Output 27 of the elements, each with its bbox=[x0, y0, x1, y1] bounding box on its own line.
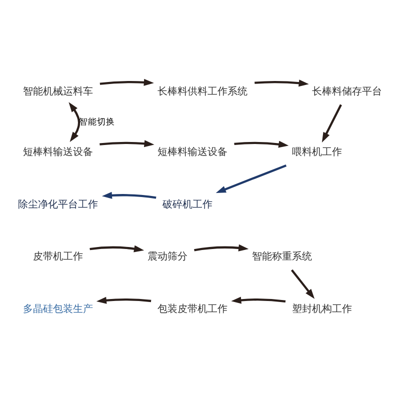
arrow bbox=[290, 268, 315, 298]
arrow bbox=[234, 140, 289, 148]
node-text: 喂料机工作 bbox=[292, 146, 342, 158]
node-text: 多晶硅包装生产 bbox=[23, 303, 94, 314]
node-text: 长棒料储存平台 bbox=[312, 86, 382, 97]
arrow bbox=[231, 296, 286, 304]
arrow bbox=[96, 296, 152, 304]
node-text: 皮带机工作 bbox=[33, 251, 84, 262]
arrow bbox=[194, 244, 249, 251]
node-text: 短棒料输送设备 bbox=[23, 146, 94, 158]
node-text: 短棒料输送设备 bbox=[158, 146, 228, 158]
node-text: 震动筛分 bbox=[148, 251, 188, 262]
node-text: 除尘净化平台工作 bbox=[18, 198, 98, 210]
arrow bbox=[90, 244, 144, 252]
arrow bbox=[100, 78, 154, 86]
node-text: 包装皮带机工作 bbox=[158, 303, 228, 314]
node-text: 破碎机工作 bbox=[162, 198, 213, 210]
arrow bbox=[254, 79, 309, 86]
node-text: 塑封机构工作 bbox=[292, 303, 352, 314]
arrow bbox=[68, 102, 80, 142]
node-text: 长棒料供料工作系统 bbox=[158, 86, 248, 97]
arrow bbox=[216, 164, 287, 193]
arrow bbox=[322, 104, 342, 142]
arrow bbox=[100, 140, 154, 147]
node-text: 智能机械运料车 bbox=[23, 86, 94, 97]
node-text: 智能称重系统 bbox=[252, 251, 312, 262]
arrow bbox=[102, 191, 156, 198]
